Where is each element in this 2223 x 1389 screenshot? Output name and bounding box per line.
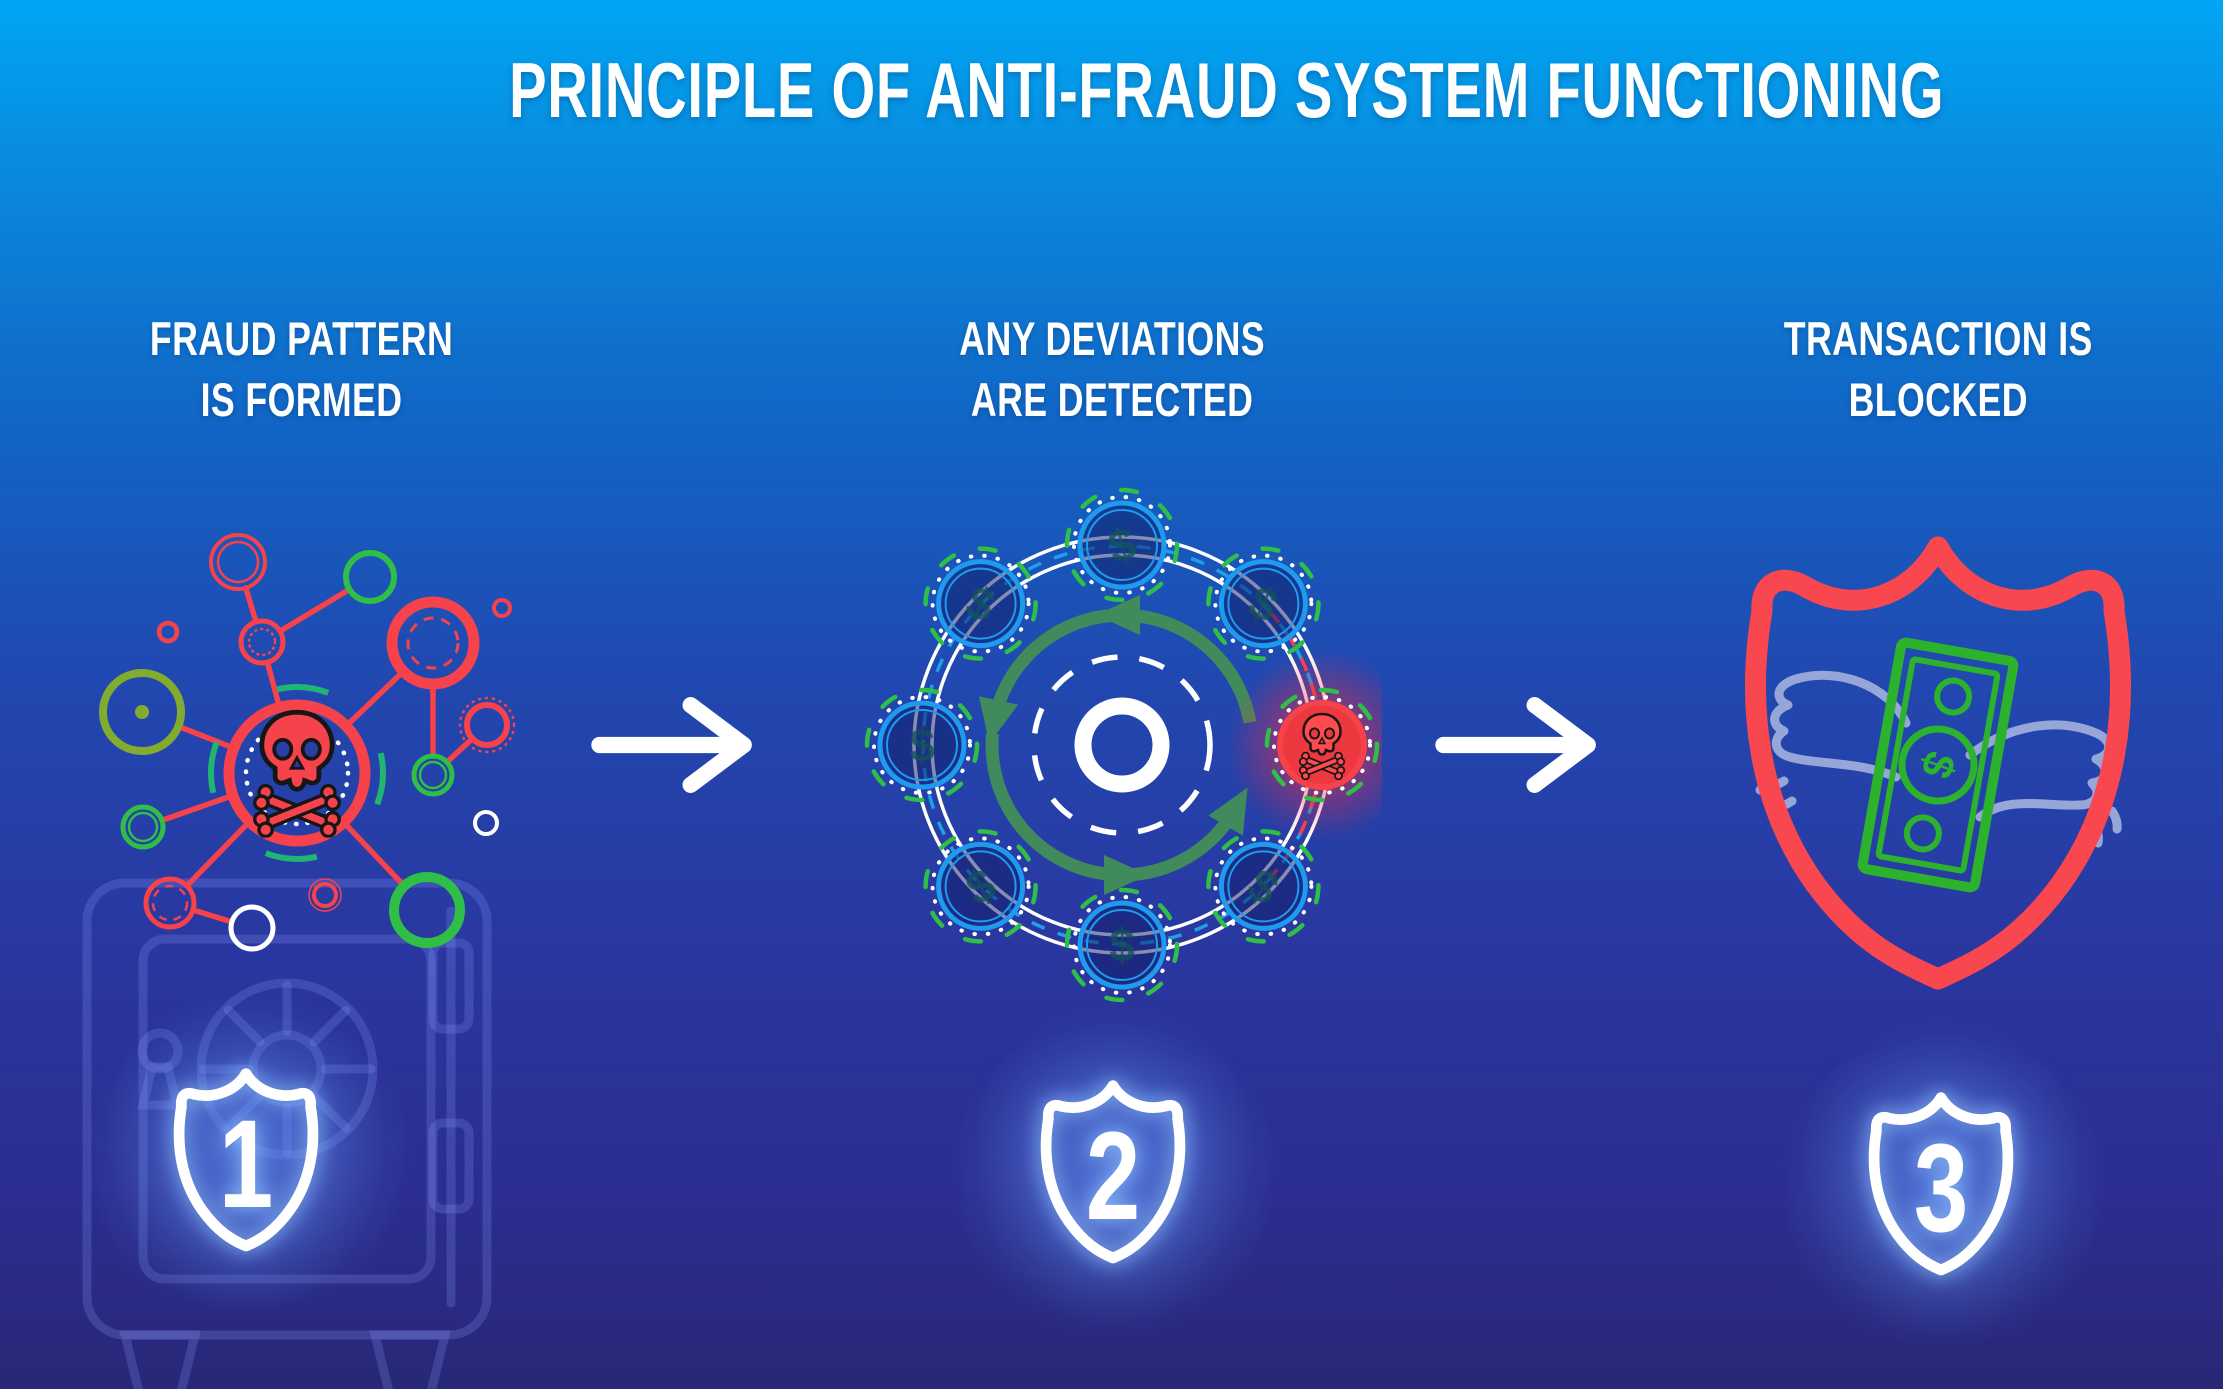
step3-number-shield: 3 [1868,1092,2014,1276]
step2-number: 2 [1086,1105,1140,1246]
dollar-coin-icon: $ [1064,887,1180,1003]
network-nodes [99,533,516,952]
svg-text:$: $ [1911,745,1965,785]
banknote-icon: $ [1857,637,2019,893]
page-title: PRINCIPLE OF ANTI-FRAUD SYSTEM FUNCTIONI… [230,45,1944,136]
step1-number: 1 [219,1093,273,1234]
svg-text:$: $ [1109,919,1135,971]
badge-glow [950,1008,1280,1338]
center-ring-icon [1074,697,1170,793]
dollar-coin-icon: $ [864,687,980,803]
coin-cycle-graphic: $ $ $ $ $ $ $ [864,487,1382,1003]
step1-label-line2: IS FORMED [201,373,403,427]
dollar-coin-icon: $ [1064,487,1180,603]
blocking-shield-icon [1745,536,2131,990]
page-title-text: PRINCIPLE OF ANTI-FRAUD SYSTEM FUNCTIONI… [509,46,1945,134]
step2-label-line2: ARE DETECTED [970,373,1254,427]
step3-number: 3 [1914,1117,1968,1258]
svg-text:$: $ [909,719,935,771]
blocked-transaction-graphic: $ [1745,536,2131,990]
fraud-coin-skull-icon [1227,650,1382,840]
central-fraud-node [208,684,386,862]
step2-number-shield: 2 [1040,1080,1186,1264]
step3-label-line2: BLOCKED [1848,373,2028,427]
inner-dashed-circle [1031,654,1213,836]
skull-crossbones-icon [253,712,342,838]
step2-label: ANY DEVIATIONS ARE DETECTED [812,308,1412,430]
dollar-coin-icon: $ [1206,829,1321,944]
badge-glow [83,991,413,1321]
step1-label-line1: FRAUD PATTERN [150,312,454,365]
arrow-right-icon [1435,697,1596,793]
dollar-coin-icon: $ [923,546,1038,661]
step1-number-shield: 1 [173,1068,319,1252]
step1-label: FRAUD PATTERN IS FORMED [2,308,602,430]
dollar-coin-icon: $ [1206,546,1321,661]
fraud-network-graphic [99,533,516,952]
badge-glow [1778,1020,2108,1350]
dollar-coin-icon: $ [923,829,1038,944]
arrow-right-icon [591,697,752,793]
step2-label-line1: ANY DEVIATIONS [959,312,1265,365]
network-links [159,585,476,925]
step3-label: TRANSACTION IS BLOCKED [1638,308,2223,430]
step3-label-line1: TRANSACTION IS [1783,312,2093,365]
safe-vault-icon [82,878,492,1389]
